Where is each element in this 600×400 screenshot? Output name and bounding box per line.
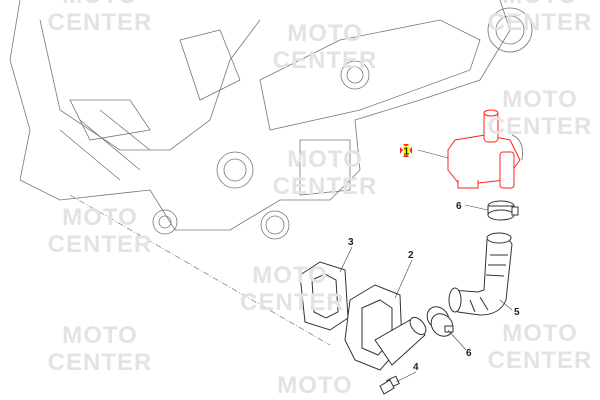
center-line: [69, 194, 331, 346]
part-6-clamp[interactable]: [487, 200, 519, 221]
part-3-gasket[interactable]: [299, 261, 349, 331]
callout-1-marker[interactable]: 1: [400, 144, 412, 158]
part-1-valve[interactable]: [447, 109, 523, 189]
part-6-clamp[interactable]: [423, 302, 458, 340]
part-2-pipe[interactable]: [344, 284, 429, 371]
callout-2[interactable]: 2: [408, 250, 414, 261]
part-4-bolt[interactable]: [379, 375, 400, 395]
engine-block: [9, 0, 533, 240]
callout-6[interactable]: 6: [466, 348, 472, 359]
callout-label: 1: [404, 147, 410, 158]
callout-3[interactable]: 3: [348, 237, 354, 248]
part-5-hose[interactable]: [448, 232, 513, 316]
callout-5[interactable]: 5: [514, 307, 520, 318]
callout-6[interactable]: 6: [456, 201, 462, 212]
leader-lines: [339, 149, 513, 383]
callout-4[interactable]: 4: [413, 362, 419, 373]
